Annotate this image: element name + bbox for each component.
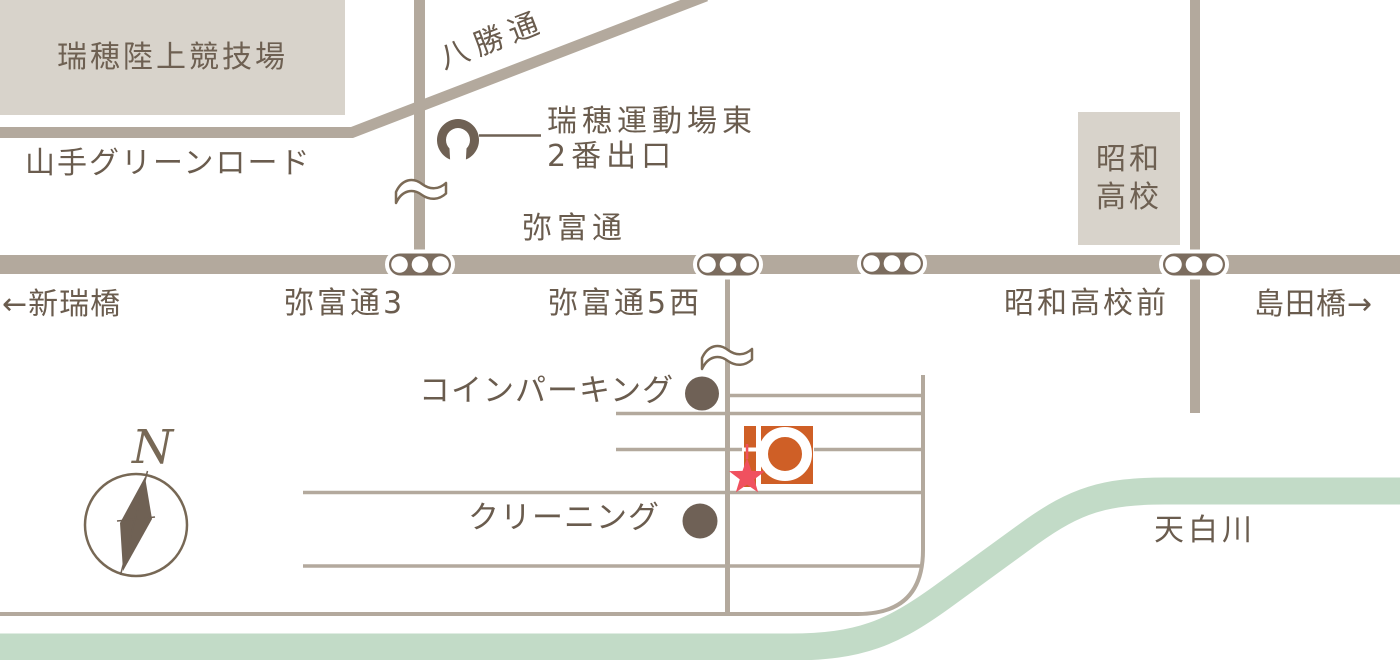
side-street-bottom: [0, 375, 925, 616]
river-path: [0, 477, 1400, 660]
edge-label-east: 島田橋→: [1254, 287, 1374, 322]
subway-exit-label: 瑞穂運動場東 2番出口: [547, 104, 757, 174]
subway-exit-label-line1: 瑞穂運動場東: [547, 104, 757, 139]
subway-exit-label-line2: 2番出口: [547, 139, 677, 174]
edge-label-west: ←新瑞橋: [2, 287, 122, 322]
road-label-yatomi: 弥富通: [522, 211, 627, 246]
destination-star-icon: [728, 444, 766, 493]
road-label-yamate: 山手グリーンロード: [25, 146, 312, 181]
intersection-label-showa-koko-mae: 昭和高校前: [1004, 286, 1169, 321]
poi-dot-icon: [682, 503, 718, 539]
road-break-icon: [700, 344, 754, 371]
intersection-label-yatomi3: 弥富通3: [284, 286, 406, 321]
school-box: 昭和 高校: [1078, 112, 1180, 245]
road-break-icon: [394, 178, 448, 205]
traffic-signal-icon: [385, 249, 455, 280]
compass-icon: [83, 470, 189, 578]
traffic-signal-icon: [693, 249, 763, 280]
stadium-label: 瑞穂陸上競技場: [57, 39, 288, 75]
traffic-signal-icon: [857, 248, 927, 279]
compass-north-label: N: [132, 420, 174, 475]
school-label-line1: 昭和: [1096, 141, 1162, 177]
subway-exit-icon: [437, 119, 541, 160]
intersection-label-yatomi5-west: 弥富通5西: [548, 286, 703, 321]
school-label-line2: 高校: [1096, 179, 1162, 215]
stadium-box: 瑞穂陸上競技場: [0, 0, 345, 115]
poi-label-cleaning: クリーニング: [468, 500, 660, 536]
poi-label-coin-parking: コインパーキング: [419, 373, 675, 409]
road-yamate-hassho: [0, 0, 708, 138]
poi-dot-icon: [685, 376, 719, 411]
river-label: 天白川: [1154, 513, 1256, 548]
traffic-signal-icon: [1159, 249, 1229, 280]
